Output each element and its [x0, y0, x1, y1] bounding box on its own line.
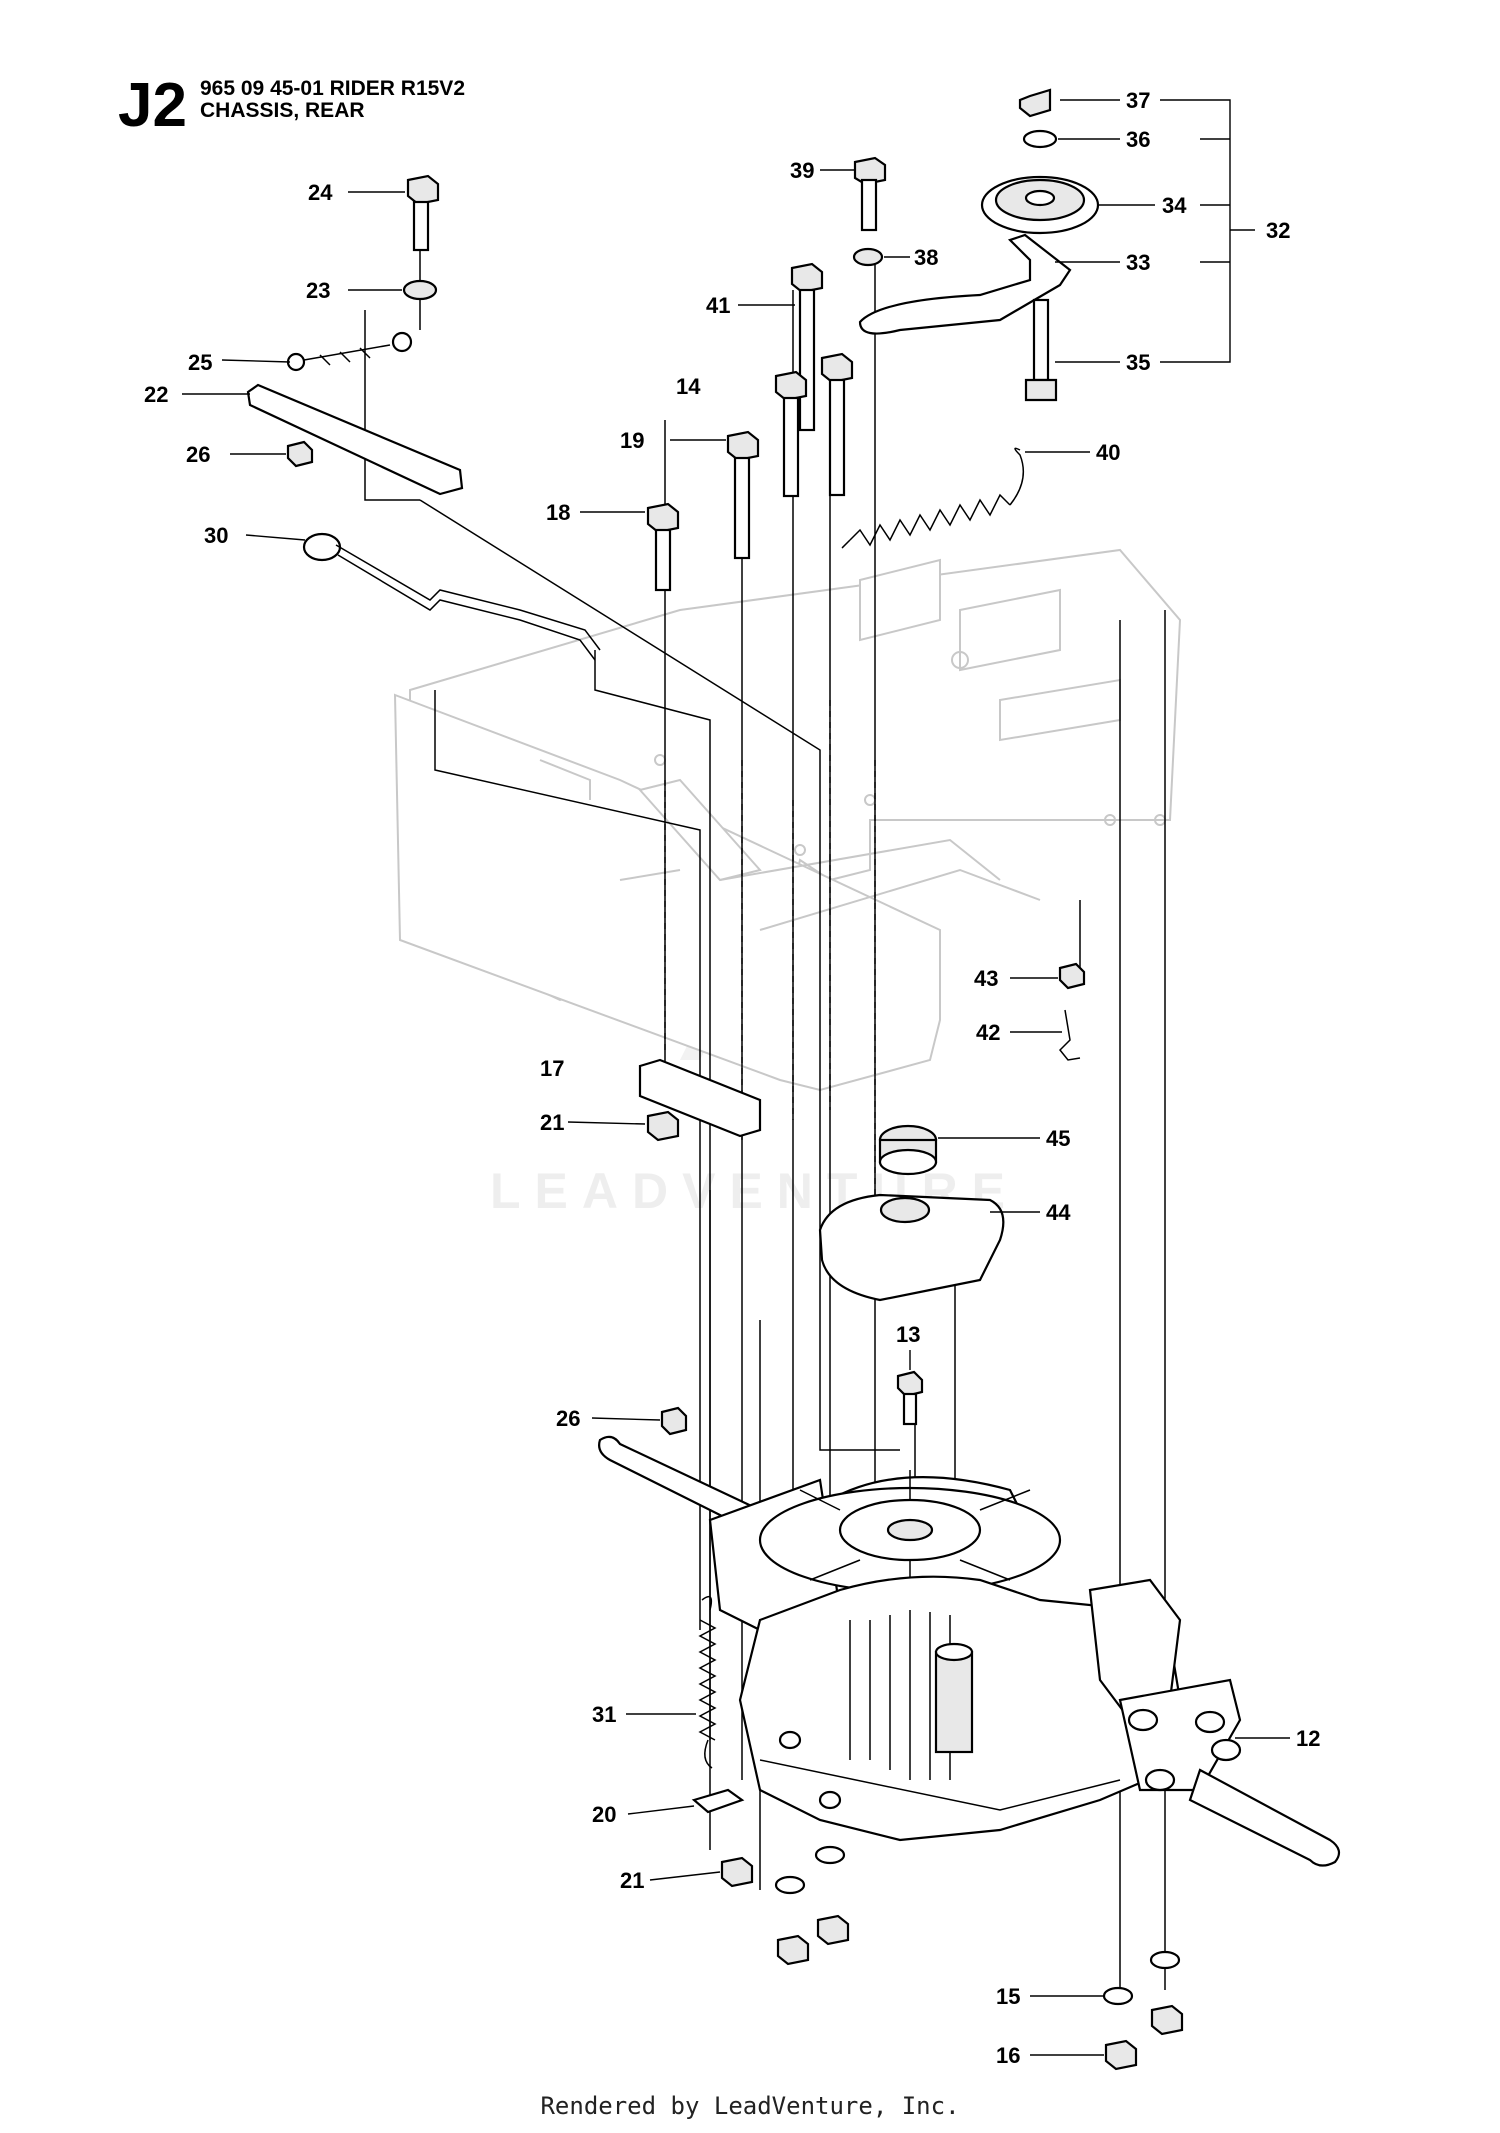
- callout-43: 43: [974, 966, 998, 991]
- footer-credit: Rendered by LeadVenture, Inc.: [540, 2092, 960, 2120]
- page-code: J2: [118, 71, 187, 140]
- callout-12: 12: [1296, 1726, 1320, 1751]
- part-34-pulley: [980, 175, 1100, 235]
- part-43-nut: [1058, 962, 1086, 990]
- part-26-nut-top: [286, 440, 314, 468]
- part-14-bolts: [774, 352, 854, 498]
- callout-39: 39: [790, 158, 814, 183]
- callout-36: 36: [1126, 127, 1150, 152]
- part-19-bolt: [726, 430, 760, 560]
- part-24-bolt: [406, 174, 440, 252]
- part-13-bolt: [896, 1370, 924, 1426]
- part-36-washer: [1022, 129, 1058, 149]
- callout-18: 18: [546, 500, 570, 525]
- callout-41: 41: [706, 293, 730, 318]
- part-42-hook: [1058, 1009, 1081, 1061]
- callout-25: 25: [188, 350, 212, 375]
- callout-19: 19: [620, 428, 644, 453]
- part-21-nut-top: [646, 1110, 680, 1142]
- callout-35: 35: [1126, 350, 1150, 375]
- callout-26-upper: 26: [186, 442, 210, 467]
- part-33-idler-arm: [858, 233, 1072, 335]
- part-12-transaxle: [708, 1470, 1341, 1867]
- part-40-spring: [841, 447, 1025, 549]
- part-44-reservoir: [818, 1193, 1005, 1302]
- callout-21-lower: 21: [620, 1868, 644, 1893]
- part-31-spring: [698, 1595, 717, 1769]
- callout-15: 15: [996, 1984, 1020, 2009]
- callout-34: 34: [1162, 193, 1187, 218]
- title-block: 965 09 45-01 RIDER R15V2 CHASSIS, REAR: [200, 78, 465, 122]
- callout-17: 17: [540, 1056, 564, 1081]
- section-line: CHASSIS, REAR: [200, 99, 365, 122]
- callout-24: 24: [308, 180, 333, 205]
- part-30-rod: [302, 532, 601, 661]
- part-21-nut-lower: [720, 1856, 754, 1888]
- cooling-fan: [758, 1470, 1062, 1594]
- part-37-nut: [1018, 88, 1052, 118]
- callout-26-lower: 26: [556, 1406, 580, 1431]
- callout-32: 32: [1266, 218, 1290, 243]
- part-38-washer: [852, 247, 884, 267]
- callout-40: 40: [1096, 440, 1120, 465]
- part-15-washer: [1102, 1986, 1134, 2006]
- callout-labels: 37 36 34 33 32 35 39 38 41 40 24 23 25 2…: [144, 88, 1320, 2068]
- model-line: 965 09 45-01 RIDER R15V2: [200, 77, 465, 100]
- callout-33: 33: [1126, 250, 1150, 275]
- callout-16: 16: [996, 2043, 1020, 2068]
- part-45-cap: [878, 1124, 938, 1176]
- leader-lines: [182, 99, 1290, 2056]
- part-25-rod-end: [286, 331, 413, 372]
- callout-45: 45: [1046, 1126, 1070, 1151]
- part-39-bolt: [853, 156, 887, 232]
- callout-23: 23: [306, 278, 330, 303]
- lower-hardware: [774, 1845, 1184, 2036]
- part-23-washer: [402, 279, 438, 301]
- callout-44: 44: [1046, 1200, 1071, 1225]
- part-22-bracket: [246, 383, 464, 496]
- callout-21-upper: 21: [540, 1110, 564, 1135]
- part-18-bolt: [646, 502, 680, 592]
- callout-37: 37: [1126, 88, 1150, 113]
- part-35-bolt: [1024, 298, 1058, 402]
- callout-30: 30: [204, 523, 228, 548]
- part-17-plate: [638, 1058, 762, 1138]
- callout-14: 14: [676, 374, 701, 399]
- callout-22: 22: [144, 382, 168, 407]
- part-26-nut-lower: [660, 1406, 688, 1436]
- callout-31: 31: [592, 1702, 616, 1727]
- part-20-plate: [691, 1788, 745, 1814]
- part-16-nut: [1104, 2039, 1138, 2071]
- chassis-frame-ghost: [393, 548, 1182, 1092]
- callout-13: 13: [896, 1322, 920, 1347]
- callout-42: 42: [976, 1020, 1000, 1045]
- callout-20: 20: [592, 1802, 616, 1827]
- callout-38: 38: [914, 245, 938, 270]
- reservoir-neck: [879, 1196, 931, 1224]
